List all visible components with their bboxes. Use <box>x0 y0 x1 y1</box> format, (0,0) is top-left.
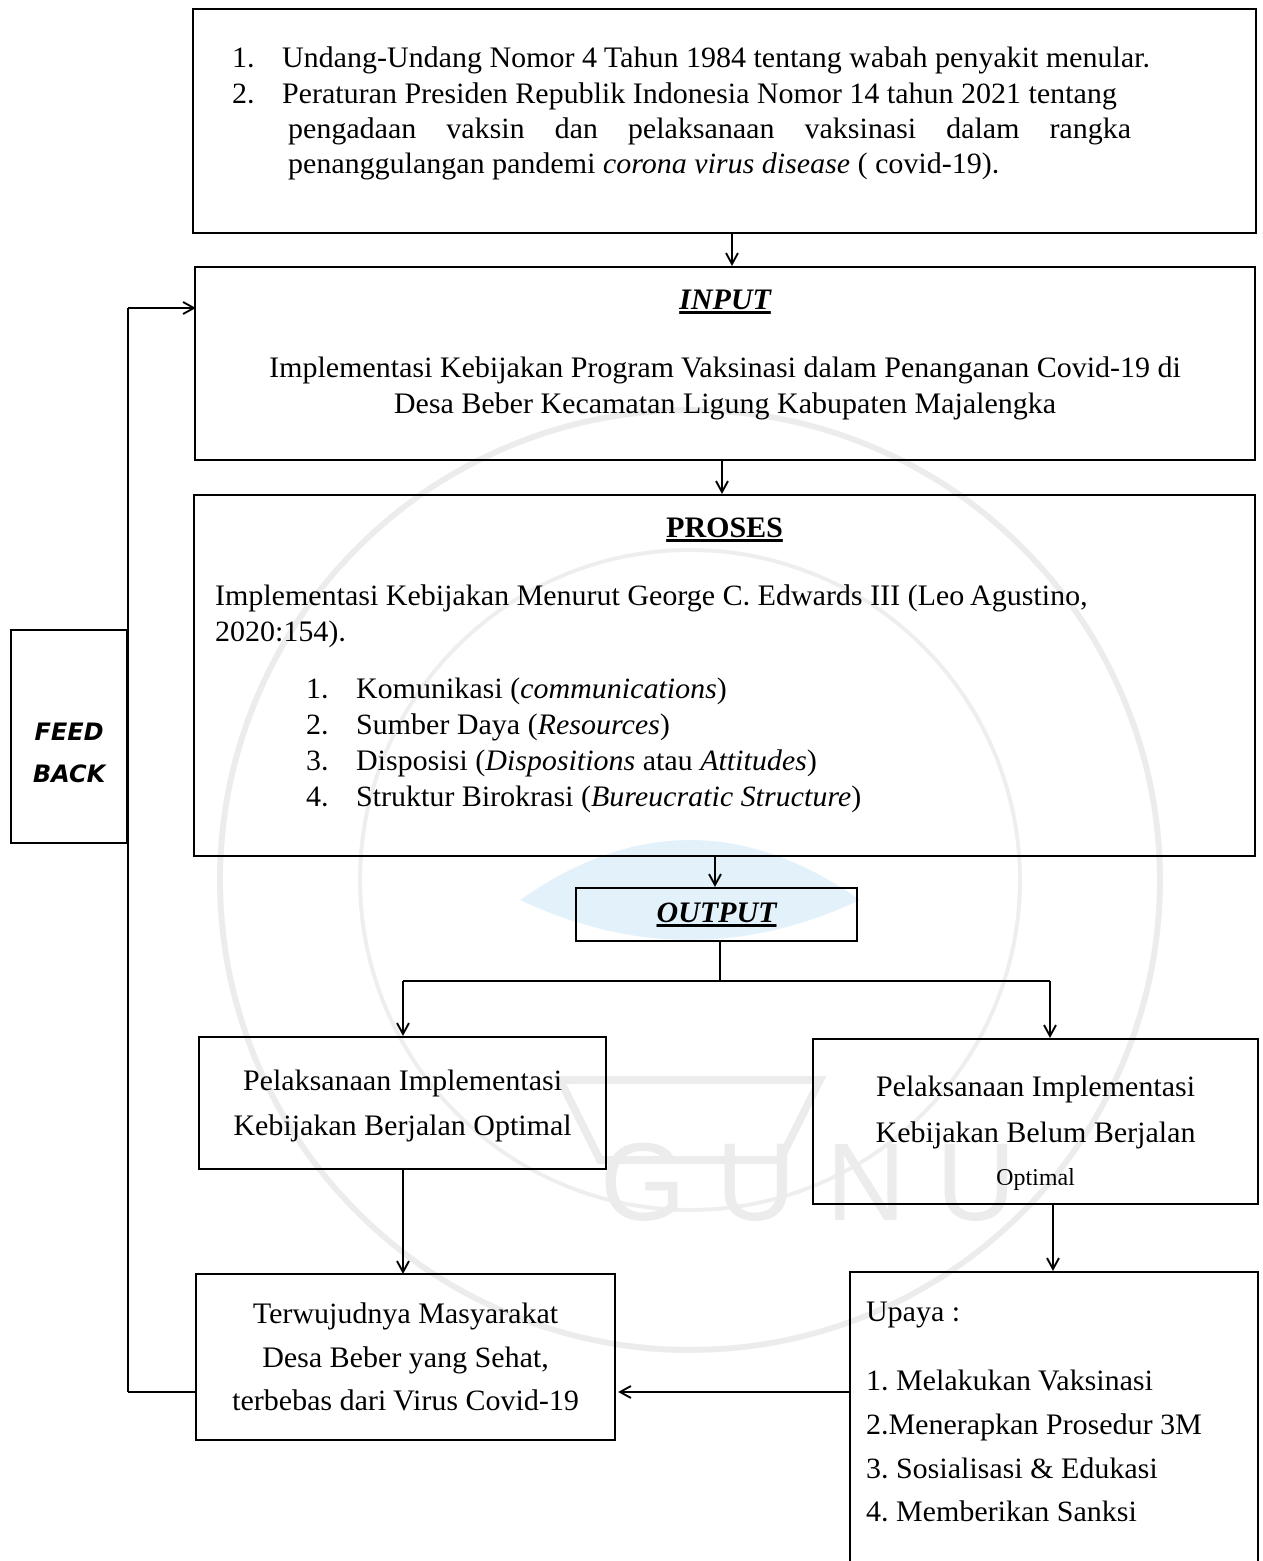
upaya-item-2: 2.Menerapkan Prosedur 3M <box>866 1408 1202 1441</box>
optimal-text-line1: Pelaksanaan Implementasi <box>242 1064 563 1097</box>
regulation-num-2: 2. <box>232 77 255 110</box>
input-heading: INPUT <box>679 283 771 316</box>
input-text-line2: Desa Beber Kecamatan Ligung Kabupaten Ma… <box>393 387 1057 420</box>
feedback-label-line1: FEED <box>34 718 104 746</box>
output-box <box>575 887 858 942</box>
proses-box <box>193 494 1256 857</box>
upaya-heading: Upaya : <box>866 1295 961 1328</box>
result-text-line2: Desa Beber yang Sehat, <box>262 1341 549 1374</box>
not-optimal-text-line3: Optimal <box>996 1165 1075 1191</box>
proses-item-num: 4. <box>306 780 329 813</box>
proses-item-1: 1. Komunikasi (communications) <box>306 671 727 707</box>
result-text-line3: terbebas dari Virus Covid-19 <box>232 1384 579 1417</box>
proses-item-2: 2. Sumber Daya (Resources) <box>306 707 670 743</box>
proses-item-num: 1. <box>306 672 329 705</box>
upaya-box <box>849 1271 1259 1561</box>
proses-item-text: Struktur Birokrasi ( <box>356 780 591 813</box>
regulation-line3-post: ( covid-19). <box>850 147 1000 180</box>
proses-item-close: ) <box>716 672 727 705</box>
proses-heading: PROSES <box>666 511 783 544</box>
not-optimal-text-line1: Pelaksanaan Implementasi <box>875 1070 1196 1103</box>
input-text-line1: Implementasi Kebijakan Program Vaksinasi… <box>269 351 1181 384</box>
feedback-label-line2: BACK <box>32 760 106 788</box>
regulation-item-2: 2. Peraturan Presiden Republik Indonesia … <box>232 76 1117 112</box>
proses-item-text: Disposisi ( <box>356 744 486 777</box>
input-box <box>194 266 1256 461</box>
proses-item-4: 4. Struktur Birokrasi (Bureucratic Struct… <box>306 779 861 815</box>
proses-item-italic: communications <box>520 672 717 705</box>
regulation-text-2-line1: Peraturan Presiden Republik Indonesia No… <box>282 77 1117 110</box>
proses-item-text: Sumber Daya ( <box>356 708 538 741</box>
regulation-line3-pre: penanggulangan pandemi <box>288 147 603 180</box>
proses-item-close: ) <box>851 780 862 813</box>
regulation-line3-italic: corona virus disease <box>602 147 851 180</box>
regulation-item-1: 1. Undang-Undang Nomor 4 Tahun 1984 tenta… <box>232 40 1150 76</box>
proses-item-3: 3. Disposisi (Dispositions atau Attitudes… <box>306 743 817 779</box>
not-optimal-text-line2: Kebijakan Belum Berjalan <box>875 1116 1196 1149</box>
upaya-item-1: 1. Melakukan Vaksinasi <box>866 1364 1153 1397</box>
proses-intro-line1: Implementasi Kebijakan Menurut George C.… <box>215 579 1088 612</box>
not-optimal-box <box>812 1038 1259 1205</box>
proses-item-italic: Resources <box>537 708 660 741</box>
upaya-item-4: 4. Memberikan Sanksi <box>866 1495 1137 1528</box>
proses-item-num: 2. <box>306 708 329 741</box>
regulation-text-1: Undang-Undang Nomor 4 Tahun 1984 tentang… <box>282 41 1150 74</box>
regulation-num-1: 1. <box>232 41 255 74</box>
optimal-box <box>198 1036 607 1170</box>
proses-item-num: 3. <box>306 744 329 777</box>
proses-item-close: ) <box>806 744 817 777</box>
result-box <box>195 1273 616 1441</box>
upaya-item-3: 3. Sosialisasi & Edukasi <box>866 1452 1158 1485</box>
feedback-box <box>10 629 128 844</box>
result-text-line1: Terwujudnya Masyarakat <box>252 1297 559 1330</box>
proses-item-italic: Bureucratic Structure <box>590 780 852 813</box>
proses-item-close: ) <box>659 708 670 741</box>
regulations-box <box>192 8 1257 234</box>
regulation-text-2-line3: penanggulangan pandemi corona virus dise… <box>288 146 999 182</box>
regulation-text-2-line2: pengadaan vaksin dan pelaksanaan vaksina… <box>288 112 1132 145</box>
proses-item-italic: Dispositions <box>485 744 636 777</box>
output-heading: OUTPUT <box>656 896 777 929</box>
optimal-text-line2: Kebijakan Berjalan Optimal <box>233 1109 572 1142</box>
proses-intro-line2: 2020:154). <box>215 615 346 648</box>
proses-item-text: Komunikasi ( <box>356 672 521 705</box>
proses-item-italic2: Attitudes <box>700 744 807 777</box>
proses-item-mid: atau <box>635 744 701 777</box>
